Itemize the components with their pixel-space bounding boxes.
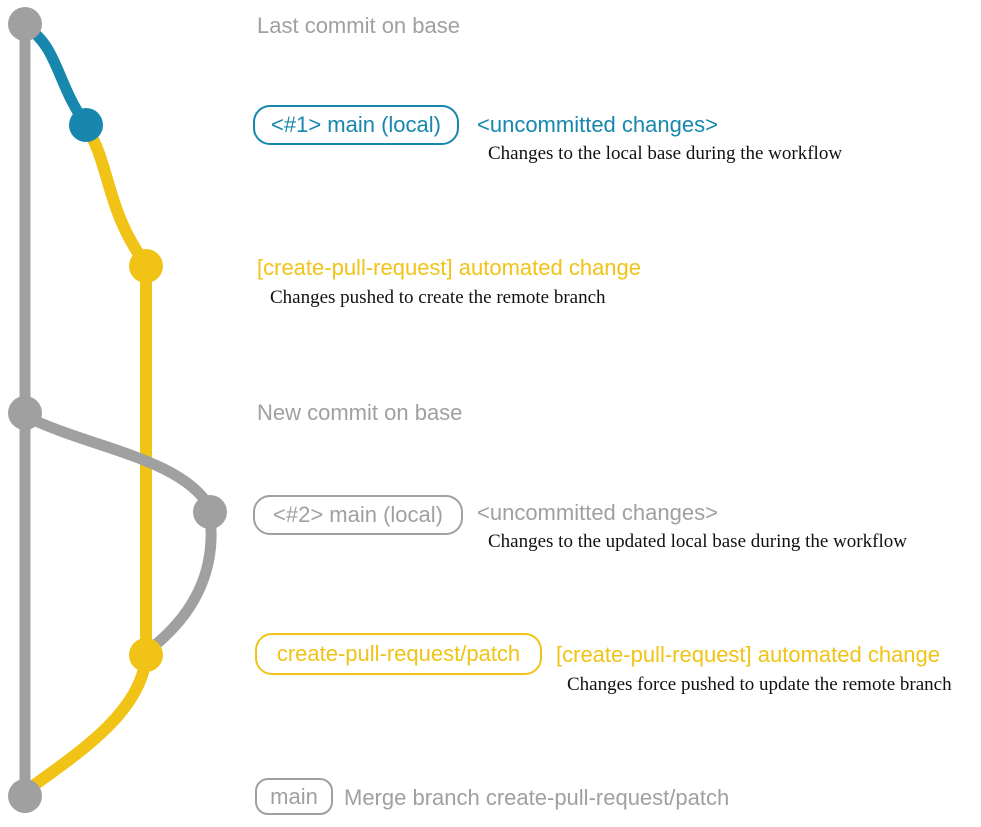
last-commit-label: Last commit on base: [257, 13, 460, 38]
branch-badge-patch: create-pull-request/patch: [255, 633, 542, 675]
commit-graph: [8, 7, 227, 813]
commit-node-uncommitted-2: [193, 495, 227, 529]
uncommitted-changes-note-2: <uncommitted changes>: [477, 500, 718, 525]
merge-curve: [20, 651, 152, 797]
automated-change-desc-2: Changes force pushed to update the remot…: [567, 674, 952, 695]
automated-change-title-2: [create-pull-request] automated change: [556, 642, 941, 667]
branch-badge-main: main: [255, 778, 333, 815]
commit-node-last-on-base: [8, 7, 42, 41]
commit-node-merge: [8, 779, 42, 813]
merge-commit-label: Merge branch create-pull-request/patch: [344, 785, 730, 810]
automated-change-desc-1: Changes pushed to create the remote bran…: [270, 287, 606, 308]
uncommitted-changes-note-1: <uncommitted changes>: [477, 112, 718, 137]
local-main-curve-1: [19, 20, 91, 129]
commit-node-new-on-base: [8, 396, 42, 430]
commit-node-automated-2: [129, 638, 163, 672]
local-main-curve-2: [19, 410, 215, 512]
uncommitted-changes-desc-1: Changes to the local base during the wor…: [488, 143, 843, 164]
uncommitted-changes-desc-2: Changes to the updated local base during…: [488, 531, 907, 552]
commit-node-uncommitted-1: [69, 108, 103, 142]
branch-badge-main-local-2: <#2> main (local): [253, 495, 463, 535]
branch-badge-main-local-1: <#1> main (local): [253, 105, 459, 145]
automated-change-title-1: [create-pull-request] automated change: [257, 255, 642, 280]
rebase-curve: [143, 510, 217, 656]
commit-node-automated-1: [129, 249, 163, 283]
patch-branch-curve-out: [80, 121, 152, 270]
new-commit-label: New commit on base: [257, 400, 463, 425]
